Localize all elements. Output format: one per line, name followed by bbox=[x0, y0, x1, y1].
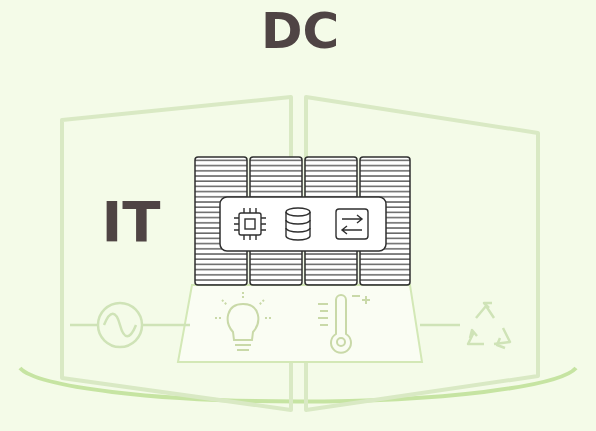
floor-panel bbox=[178, 285, 422, 362]
server-rack bbox=[195, 157, 410, 285]
building-title: DC bbox=[60, 4, 540, 59]
data-center-building: DC IT bbox=[60, 0, 540, 415]
it-rack-group: IT bbox=[95, 155, 413, 287]
cpu-icon bbox=[234, 208, 266, 240]
recycle-icon bbox=[420, 303, 510, 348]
power-icon bbox=[70, 303, 190, 347]
rack-label: IT bbox=[95, 191, 167, 253]
thermometer-icon bbox=[318, 295, 370, 353]
database-icon bbox=[286, 208, 310, 240]
light-icon bbox=[215, 292, 271, 350]
building-walls bbox=[62, 97, 538, 410]
network-icon bbox=[336, 209, 368, 239]
